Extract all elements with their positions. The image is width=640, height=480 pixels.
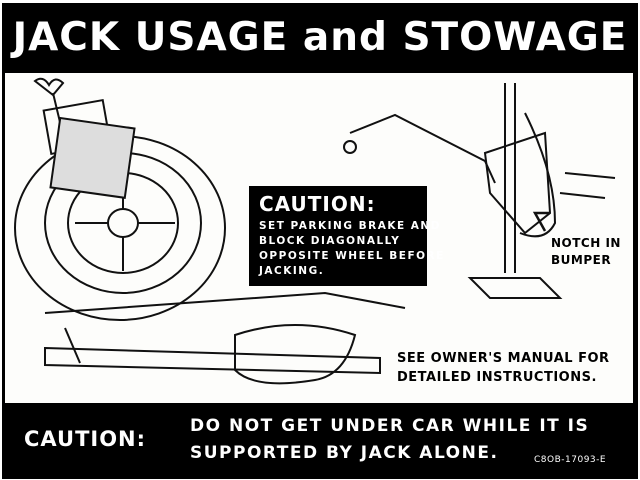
part-code: C8OB-17093-E (534, 455, 607, 465)
caution-line: BLOCK DIAGONALLY (259, 235, 401, 247)
manual-note-line: SEE OWNER'S MANUAL FOR (397, 351, 610, 366)
jack-illustration (14, 77, 616, 385)
bottom-warning-message: DO NOT GET UNDER CAR WHILE IT IS SUPPORT… (190, 413, 589, 467)
illustration-panel: CAUTION: SET PARKING BRAKE AND BLOCK DIA… (5, 73, 633, 403)
wing-nut-icon (33, 77, 136, 199)
caution-line: JACKING. (259, 265, 325, 277)
notch-label-line: BUMPER (551, 253, 612, 267)
title: JACK USAGE and STOWAGE (12, 14, 628, 60)
caution-line: OPPOSITE WHEEL BEFORE (259, 250, 445, 262)
bottom-warning: CAUTION: DO NOT GET UNDER CAR WHILE IT I… (2, 405, 638, 479)
warning-line: DO NOT GET UNDER CAR WHILE IT IS (190, 416, 590, 436)
notch-label: NOTCH IN BUMPER (551, 235, 621, 269)
caution-box: CAUTION: SET PARKING BRAKE AND BLOCK DIA… (249, 186, 445, 286)
manual-note-line: DETAILED INSTRUCTIONS. (397, 370, 597, 385)
notch-label-line: NOTCH IN (551, 236, 621, 250)
caution-line: SET PARKING BRAKE AND (259, 220, 441, 232)
bottom-caution-label: CAUTION: (24, 427, 147, 451)
jack-bar-icon (44, 291, 406, 385)
warning-line: SUPPORTED BY JACK ALONE. (190, 443, 499, 463)
jack-icon (343, 83, 616, 299)
manual-note: SEE OWNER'S MANUAL FOR DETAILED INSTRUCT… (397, 349, 610, 387)
jack-decal: JACK USAGE and STOWAGE (2, 3, 638, 479)
caution-heading: CAUTION: (259, 192, 376, 216)
